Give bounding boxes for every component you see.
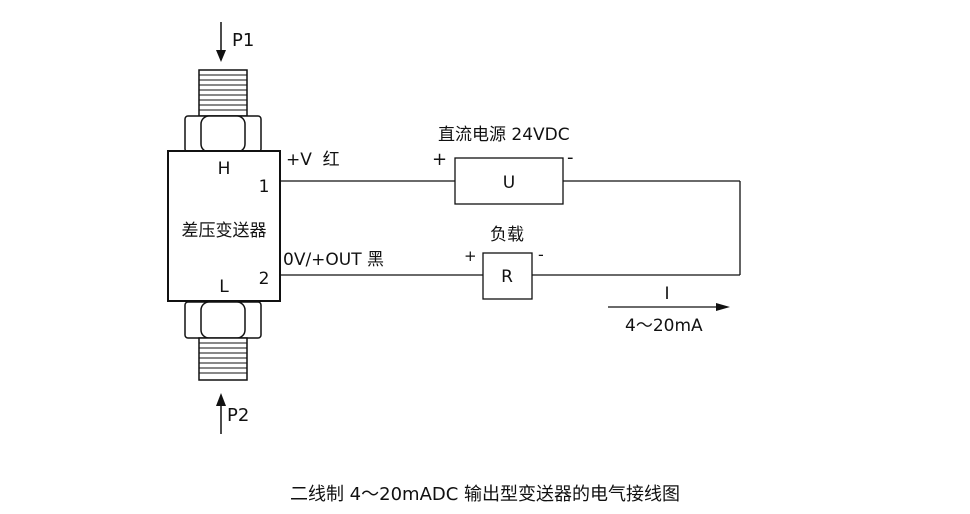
power-minus-sign: - [567,147,574,168]
positive-wire-label: +V 红 [286,150,340,170]
load-box [482,252,533,300]
diagram-caption: 二线制 4～20mADC 输出型变送器的电气接线图 [289,484,681,505]
load-minus-sign: - [538,245,544,264]
p2-arrow [216,393,226,434]
load-symbol: R [501,267,513,287]
transmitter-name: 差压变送器 [182,221,267,241]
power-supply-title: 直流电源 24VDC [438,125,570,145]
low-port-label: L [219,277,229,297]
current-symbol: I [664,284,669,304]
p1-arrow [216,22,226,62]
terminal-1-label: 1 [259,177,270,197]
circuit-wires [280,180,741,276]
terminal-2-label: 2 [259,269,270,289]
power-supply-symbol: U [503,173,515,193]
power-supply-box [454,157,564,205]
transmitter-body [167,150,281,302]
p1-label: P1 [232,30,254,51]
top-pressure-fitting [184,69,262,153]
output-wire-label: 0V/+OUT 黑 [283,250,384,270]
current-direction-arrow [608,303,730,311]
bottom-pressure-fitting [184,301,262,381]
load-plus-sign: + [464,247,477,265]
current-range-label: 4～20mA [625,316,703,336]
load-title: 负载 [490,225,524,245]
power-plus-sign: + [432,149,447,170]
p2-label: P2 [227,405,249,426]
high-port-label: H [218,159,231,179]
